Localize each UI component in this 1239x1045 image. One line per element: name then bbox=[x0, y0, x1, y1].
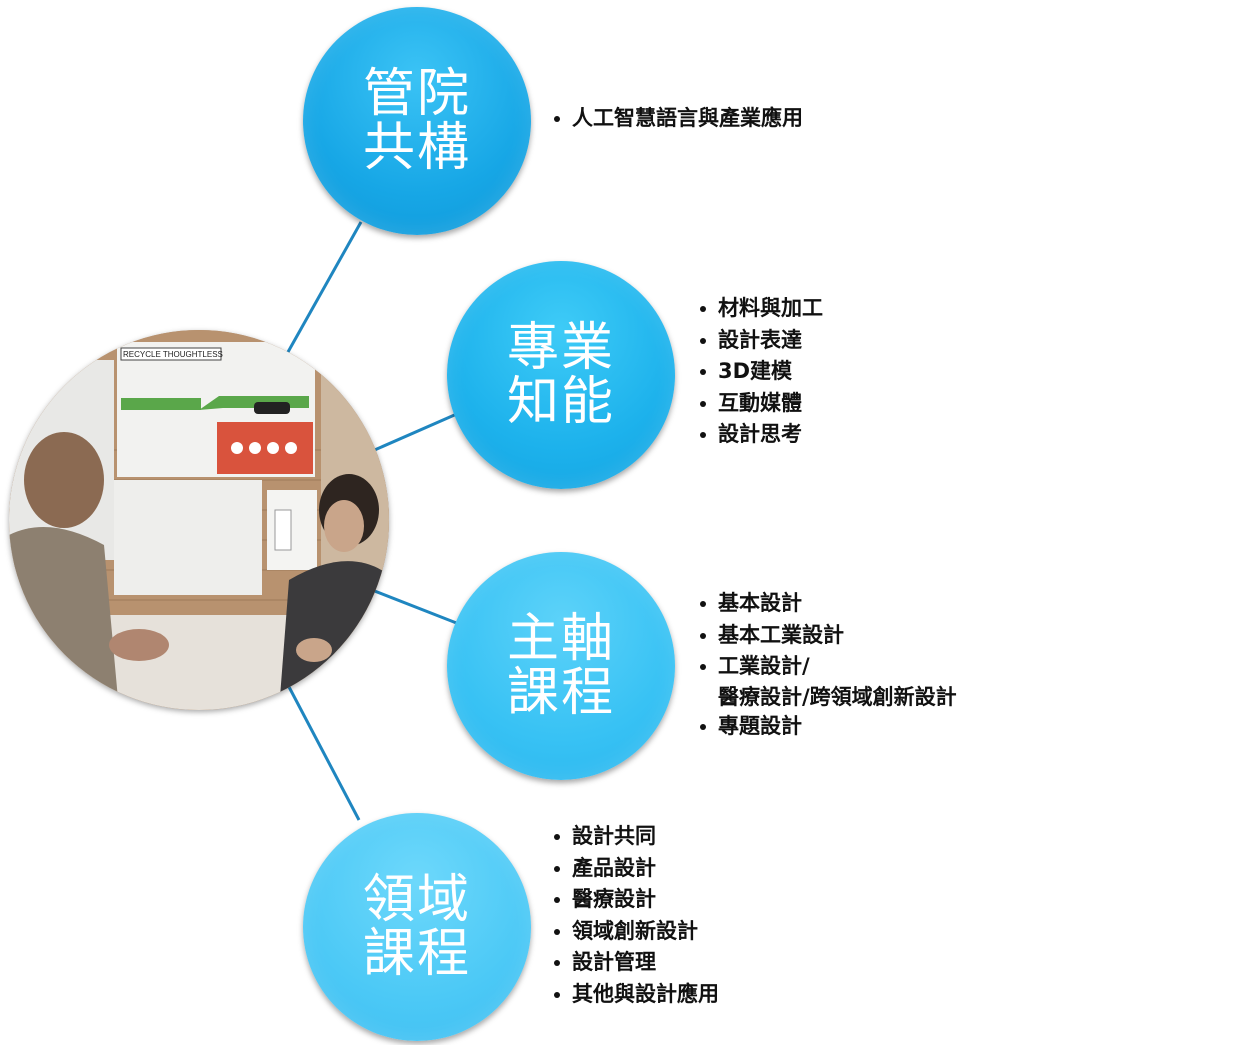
photo-classroom: RECYCLE THOUGHTLESS bbox=[9, 330, 389, 710]
list-item: 材料與加工 bbox=[698, 293, 823, 325]
node-core-courses: 主軸 課程 bbox=[447, 552, 675, 780]
connector-line-3 bbox=[371, 588, 460, 626]
list-item: 工業設計/醫療設計/跨領域創新設計 bbox=[698, 651, 957, 711]
bullet-list-management-joint: 人工智慧語言與產業應用 bbox=[552, 103, 803, 135]
list-item: 設計管理 bbox=[552, 947, 719, 979]
list-item: 設計表達 bbox=[698, 325, 823, 357]
node-domain-courses: 領域 課程 bbox=[303, 813, 531, 1041]
list-item: 其他與設計應用 bbox=[552, 979, 719, 1011]
connector-line-1 bbox=[286, 221, 363, 353]
node-title-line1: 領域 bbox=[362, 870, 471, 930]
node-title-line2: 課程 bbox=[506, 663, 615, 723]
list-item: 產品設計 bbox=[552, 853, 719, 885]
bullet-list-domain-courses: 設計共同 產品設計 醫療設計 領域創新設計 設計管理 其他與設計應用 bbox=[552, 821, 719, 1010]
list-item: 人工智慧語言與產業應用 bbox=[552, 103, 803, 135]
node-professional-knowledge: 專業 知能 bbox=[447, 261, 675, 489]
node-title-line1: 主軸 bbox=[506, 609, 615, 669]
list-item: 醫療設計 bbox=[552, 884, 719, 916]
connector-line-2 bbox=[369, 411, 460, 454]
poster-title: RECYCLE THOUGHTLESS bbox=[123, 350, 223, 359]
list-item-line1: 工業設計/ bbox=[718, 654, 810, 678]
node-title-line1: 專業 bbox=[506, 318, 615, 378]
connector-line-4 bbox=[286, 684, 361, 821]
list-item-line2: 醫療設計/跨領域創新設計 bbox=[718, 684, 957, 709]
list-item: 3D建模 bbox=[698, 356, 823, 388]
list-item: 互動媒體 bbox=[698, 388, 823, 420]
node-title-line2: 知能 bbox=[506, 372, 615, 432]
list-item: 設計共同 bbox=[552, 821, 719, 853]
list-item: 專題設計 bbox=[698, 711, 957, 743]
photo-illustration: RECYCLE THOUGHTLESS bbox=[9, 330, 389, 710]
list-item: 設計思考 bbox=[698, 419, 823, 451]
node-title-line2: 課程 bbox=[362, 924, 471, 984]
node-management-joint: 管院 共構 bbox=[303, 7, 531, 235]
list-item: 基本工業設計 bbox=[698, 620, 957, 652]
bullet-list-professional-knowledge: 材料與加工 設計表達 3D建模 互動媒體 設計思考 bbox=[698, 293, 823, 451]
list-item: 領域創新設計 bbox=[552, 916, 719, 948]
bullet-list-core-courses: 基本設計 基本工業設計 工業設計/醫療設計/跨領域創新設計 專題設計 bbox=[698, 588, 957, 742]
node-title-line1: 管院 bbox=[362, 64, 471, 124]
list-item: 基本設計 bbox=[698, 588, 957, 620]
node-title-line2: 共構 bbox=[362, 118, 471, 178]
